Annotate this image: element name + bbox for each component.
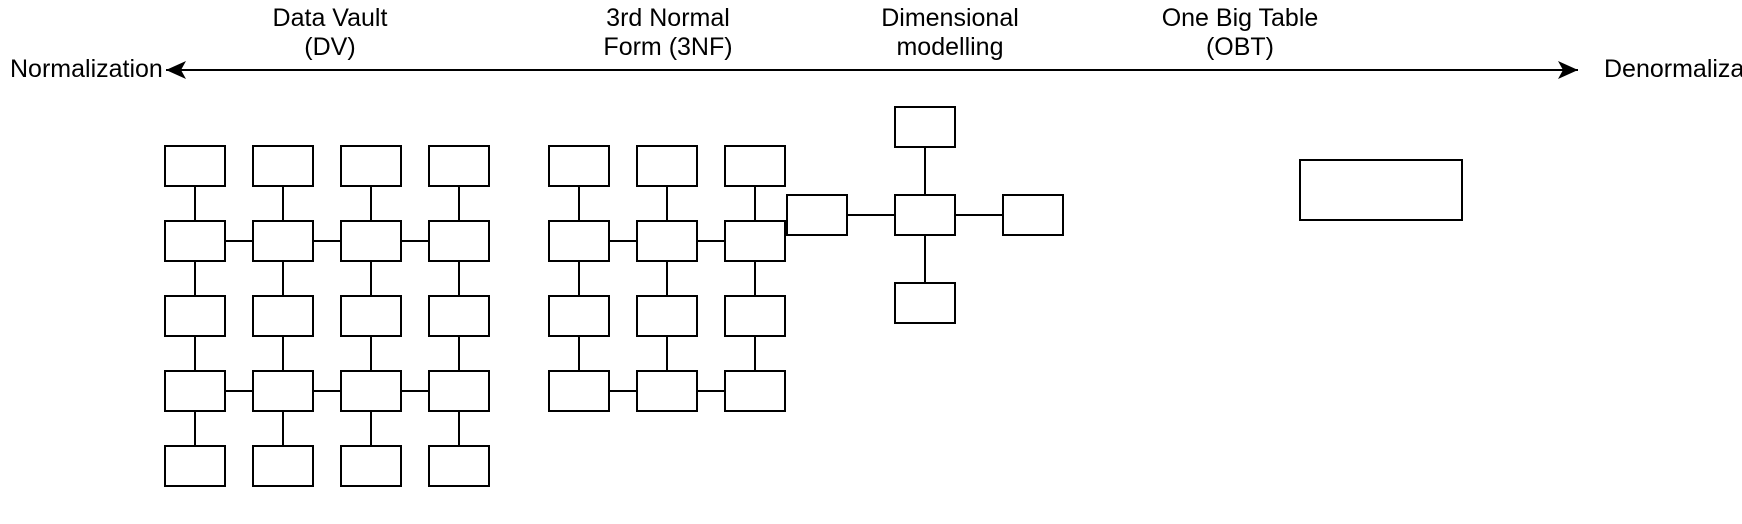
entity-box [428, 220, 490, 262]
entity-box [724, 220, 786, 262]
column-header-data-vault: Data Vault (DV) [272, 4, 388, 61]
fact-box [894, 194, 956, 236]
entity-box [724, 295, 786, 337]
entity-box [548, 370, 610, 412]
entity-box [252, 145, 314, 187]
column-header-third-normal-form: 3rd Normal Form (3NF) [603, 4, 733, 61]
entity-box [636, 220, 698, 262]
entity-box [340, 445, 402, 487]
axis-label-denormalization: Denormalization [1604, 55, 1742, 83]
entity-box [428, 145, 490, 187]
entity-box [548, 295, 610, 337]
entity-box [548, 220, 610, 262]
entity-box [164, 445, 226, 487]
entity-box [164, 370, 226, 412]
entity-box [428, 295, 490, 337]
entity-box [548, 145, 610, 187]
dimension-box-bottom [894, 282, 956, 324]
entity-box [724, 145, 786, 187]
column-header-dimensional-modelling: Dimensional modelling [881, 4, 1019, 61]
entity-box [636, 370, 698, 412]
entity-box [724, 370, 786, 412]
entity-box [340, 220, 402, 262]
one-big-table-box [1299, 159, 1463, 221]
spectrum-arrow-head-left [166, 61, 186, 79]
entity-box [340, 295, 402, 337]
entity-box [636, 145, 698, 187]
entity-box [252, 220, 314, 262]
axis-label-normalization: Normalization [10, 55, 163, 83]
entity-box [340, 145, 402, 187]
entity-box [428, 445, 490, 487]
entity-box [252, 370, 314, 412]
entity-box [252, 445, 314, 487]
entity-box [164, 145, 226, 187]
entity-box [252, 295, 314, 337]
entity-box [340, 370, 402, 412]
entity-box [636, 295, 698, 337]
entity-box [164, 220, 226, 262]
entity-box [164, 295, 226, 337]
spectrum-arrow-head-right [1558, 61, 1578, 79]
entity-box [428, 370, 490, 412]
dimension-box-top [894, 106, 956, 148]
dimension-box-right [1002, 194, 1064, 236]
dimension-box-left [786, 194, 848, 236]
column-header-one-big-table: One Big Table (OBT) [1161, 4, 1319, 61]
